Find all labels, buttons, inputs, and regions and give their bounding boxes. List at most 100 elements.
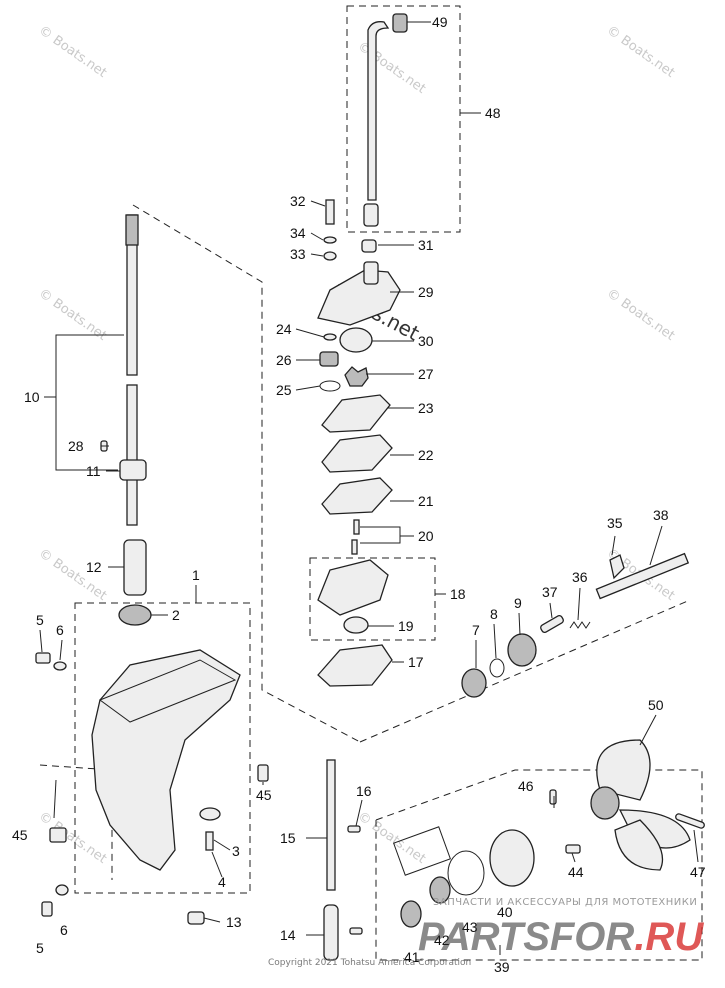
gear-case-washer [199,807,221,821]
callout-43: 43 [462,919,478,935]
copyright-notice: Copyright 2021 Tohatsu America Corporati… [268,958,471,968]
o-ring-25 [319,380,341,392]
callout-17: 17 [408,654,424,670]
drive-shaft-bearing [119,459,147,481]
callout-21: 21 [418,493,434,509]
kit-card [392,826,452,876]
propeller-blade-top [596,739,651,801]
housing-gasket [317,644,393,687]
callout-49: 49 [432,14,448,30]
seal-41 [400,900,422,928]
outline-lower-casing-box [74,602,251,894]
callout-27: 27 [418,366,434,382]
callout-45: 45 [12,827,28,843]
callout-10: 10 [24,389,40,405]
callout-41: 41 [404,949,420,965]
propeller-group [392,739,705,928]
casing-bolt-5a [35,652,51,664]
callout-33: 33 [290,246,306,262]
shift-rod-clip [392,13,408,33]
pump-nut [323,251,337,261]
leader-lines [39,21,699,955]
callout-7: 7 [472,622,480,638]
shift-rod-lower [326,759,336,891]
callout-39: 39 [494,959,510,975]
upper-bearing [118,604,152,626]
forward-gear-9 [507,633,537,667]
propeller-shaft [595,552,690,600]
water-pump-group [317,199,401,687]
housing-seal [343,616,369,634]
casing-bolt-45b [49,827,67,843]
outline-gear-case-box [375,769,703,961]
drive-shaft-lower [126,384,138,526]
casing-washer-6b [55,884,69,896]
callout-23: 23 [418,400,434,416]
spring-36 [569,621,591,629]
pump-plate [321,434,393,473]
shift-rod-joint [323,904,339,961]
gear-case-group [35,649,269,925]
gear-case-body [91,649,241,871]
callout-6: 6 [60,922,68,938]
shift-rod-group [363,13,408,227]
callout-48: 48 [485,105,501,121]
bearing-housing [489,829,535,887]
dowel-pin-a [353,519,360,535]
callout-1: 1 [192,567,200,583]
cotter-pin-47 [675,813,705,829]
prop-shaft-group [461,552,690,698]
callout-29: 29 [418,284,434,300]
brand-overlay: ЗАПЧАСТИ И АКСЕССУАРЫ ДЛЯ МОТОТЕХНИКИ PA… [268,897,704,968]
callout-22: 22 [418,447,434,463]
bolt-44 [565,844,581,854]
pump-impeller [344,366,369,387]
o-ring-24 [323,333,337,341]
assembly-outlines [39,5,703,961]
drive-shaft-group [100,214,152,626]
brand-tagline: ЗАПЧАСТИ И АКСЕССУАРЫ ДЛЯ МОТОТЕХНИКИ [433,897,697,908]
watermark: © Boats.net [355,809,429,867]
clutch-pin-35 [609,554,625,580]
bearing-7 [461,668,487,698]
lower-shift-group [323,759,363,961]
watermark: © Boats.net [36,23,110,81]
callout-18: 18 [450,586,466,602]
pump-gasket-upper [321,394,391,433]
callout-25: 25 [276,382,292,398]
shift-pin-16 [347,825,361,833]
callout-24: 24 [276,321,292,337]
watermark: © Boats.net [604,23,678,81]
propeller-blade-bottom [614,819,664,871]
callout-3: 3 [232,843,240,859]
shift-rod [367,21,390,201]
pump-gasket-lower [321,477,393,515]
callout-37: 37 [542,584,558,600]
shift-pin-16b [349,927,363,935]
brand-name-main: PARTSFOR [418,915,634,959]
callout-5: 5 [36,940,44,956]
callout-32: 32 [290,193,306,209]
callout-14: 14 [280,927,296,943]
callout-5: 5 [36,612,44,628]
callout-15: 15 [280,830,296,846]
drive-shaft-spline [125,214,139,246]
callout-31: 31 [418,237,434,253]
callout-35: 35 [607,515,623,531]
gear-case-plug [187,911,205,925]
pump-case-outlet [363,261,379,285]
callout-46: 46 [518,778,534,794]
callout-47: 47 [690,864,706,880]
propeller-hub [590,786,620,820]
callout-45: 45 [256,787,272,803]
push-rod-37 [540,614,564,634]
dowel-pin-b [351,539,358,555]
outline-drive-area [132,204,361,743]
bearing-42 [429,876,451,904]
outline-pump-case-box [309,557,436,641]
callout-20: 20 [418,528,434,544]
callout-19: 19 [398,618,414,634]
shim-8 [489,658,505,678]
water-pump-housing [317,559,389,616]
pump-case [317,269,401,326]
